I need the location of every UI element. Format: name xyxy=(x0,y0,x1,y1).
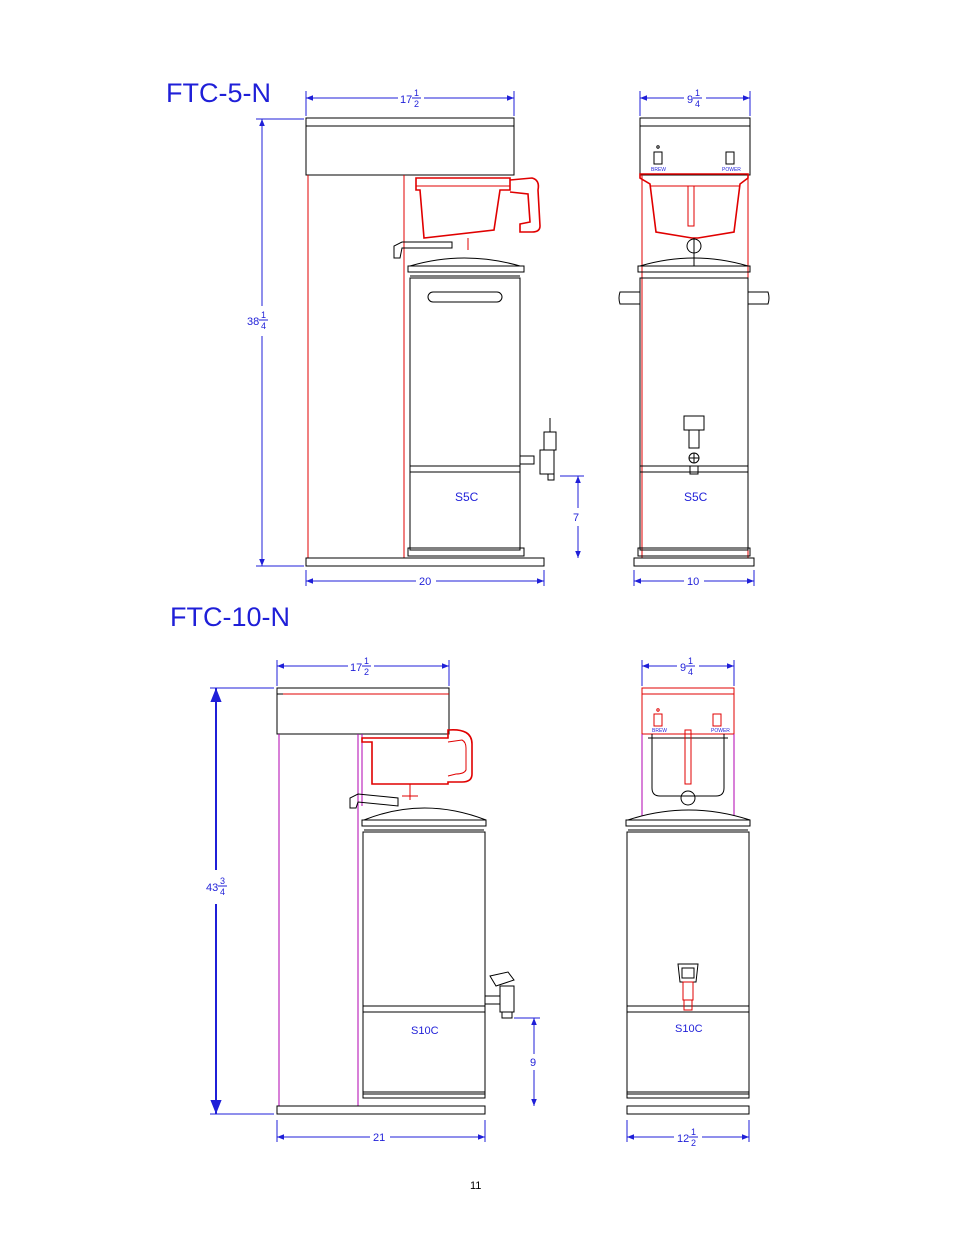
svg-text:1: 1 xyxy=(261,310,266,320)
svg-text:1: 1 xyxy=(414,88,419,98)
svg-text:4: 4 xyxy=(688,667,693,677)
svg-text:9: 9 xyxy=(680,662,686,674)
svg-text:2: 2 xyxy=(691,1138,696,1148)
svg-text:9: 9 xyxy=(687,94,693,106)
ftc-10-n-side-base-dimension: 21 xyxy=(373,1132,385,1144)
svg-text:17: 17 xyxy=(350,662,362,674)
model-title-ftc-5-n: FTC-5-N xyxy=(166,78,271,108)
ftc-10-n-brew-switch-label: BREW xyxy=(652,728,667,734)
ftc-10-n-front-server-label: S10C xyxy=(675,1023,703,1035)
svg-text:1: 1 xyxy=(691,1127,696,1137)
svg-text:2: 2 xyxy=(364,667,369,677)
ftc-10-n-height-dimension: 43 3 4 xyxy=(206,876,227,897)
ftc-5-n-height-dimension: 38 1 4 xyxy=(247,310,268,331)
ftc-5-n-front-base-dimension: 10 xyxy=(687,576,699,588)
ftc-5-n-faucet-height-dimension: 7 xyxy=(573,512,579,524)
svg-text:1: 1 xyxy=(695,88,700,98)
svg-text:43: 43 xyxy=(206,882,218,894)
ftc-10-n-side-server-label: S10C xyxy=(411,1025,439,1037)
svg-text:1: 1 xyxy=(688,656,693,666)
svg-text:38: 38 xyxy=(247,316,259,328)
brew-switch-label: BREW xyxy=(651,167,666,173)
ftc-10-n-front-width-dimension: 9 1 4 xyxy=(680,656,695,677)
svg-text:4: 4 xyxy=(695,99,700,109)
svg-text:12: 12 xyxy=(677,1133,689,1145)
page-number: 11 xyxy=(470,1180,481,1192)
ftc-5-n-side-server-label: S5C xyxy=(455,490,479,504)
svg-text:3: 3 xyxy=(220,876,225,886)
svg-text:1: 1 xyxy=(364,656,369,666)
model-title-ftc-10-n: FTC-10-N xyxy=(170,602,290,632)
power-switch-label: POWER xyxy=(722,167,741,173)
ftc-5-n-front-width-dimension: 9 1 4 xyxy=(687,88,702,109)
svg-text:2: 2 xyxy=(414,99,419,109)
svg-text:4: 4 xyxy=(261,321,266,331)
svg-text:17: 17 xyxy=(400,94,412,106)
ftc-10-n-front-base-dimension: 12 1 2 xyxy=(677,1127,698,1148)
ftc-5-n-side-view: 17 1 2 38 1 4 xyxy=(247,88,584,588)
ftc-5-n-side-width-dimension: 17 1 2 xyxy=(400,88,421,109)
ftc-5-n-side-base-dimension: 20 xyxy=(419,576,431,588)
ftc-10-n-front-view: 9 1 4 BREW POWER S10C xyxy=(625,656,751,1148)
ftc-10-n-faucet-height-dimension: 9 xyxy=(530,1057,536,1069)
svg-text:4: 4 xyxy=(220,887,225,897)
ftc-10-n-side-view: 17 1 2 43 3 4 xyxy=(206,656,540,1144)
ftc-5-n-front-server-label: S5C xyxy=(684,490,708,504)
ftc-10-n-side-width-dimension: 17 1 2 xyxy=(350,656,371,677)
ftc-10-n-power-switch-label: POWER xyxy=(711,728,730,734)
ftc-5-n-front-view: 9 1 4 BREW POWER xyxy=(618,88,770,588)
